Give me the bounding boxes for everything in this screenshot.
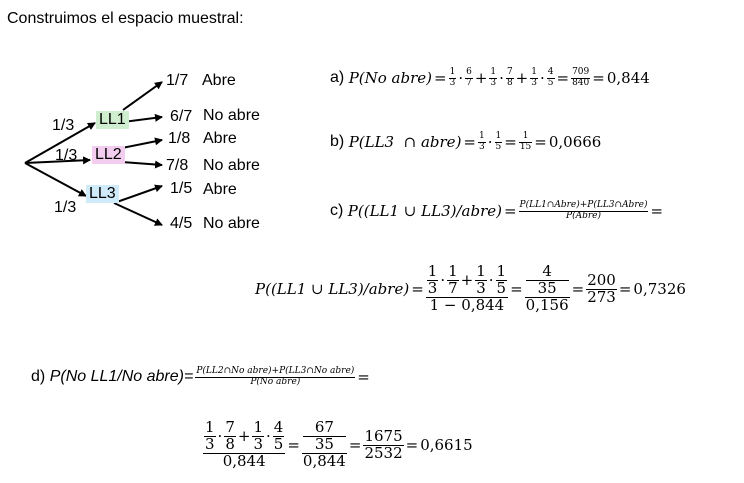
tree-node-ll2: LL2 <box>92 146 125 164</box>
branch-ll2-abre <box>121 137 163 149</box>
outcome-label: No abre <box>203 157 260 174</box>
outcome-prob: 6/7 <box>170 108 193 125</box>
outcome-label: Abre <box>203 130 237 147</box>
equation-c: c) P((LL1 ∪ LL3)/abre) = P(LL1∩Abre)+P(L… <box>330 200 664 221</box>
page-title: Construimos el espacio muestral: <box>7 10 244 27</box>
branch-prob-ll2: 1/3 <box>55 147 78 164</box>
branch-prob-ll3: 1/3 <box>54 199 77 216</box>
branch-root-ll1 <box>24 122 96 164</box>
branch-root-ll3 <box>24 162 87 197</box>
outcome-label: Abre <box>203 181 237 198</box>
outcome-label: Abre <box>202 72 236 89</box>
branch-ll3-noabre <box>113 202 163 226</box>
outcome-prob: 7/8 <box>166 157 189 174</box>
branch-ll3-abre <box>113 184 163 204</box>
outcome-prob: 1/7 <box>166 72 189 89</box>
branch-prob-ll1: 1/3 <box>52 117 75 134</box>
branch-ll2-noabre <box>121 160 163 169</box>
equation-d: d) P(No LL1/No abre)= P(LL2∩No abre)+P(L… <box>31 366 370 387</box>
outcome-prob: 4/5 <box>170 215 193 232</box>
tree-node-ll3: LL3 <box>86 185 119 203</box>
branch-root-ll2 <box>24 156 91 165</box>
outcome-prob: 1/5 <box>170 180 193 197</box>
outcome-label: No abre <box>203 215 260 232</box>
branch-ll1-noabre <box>122 113 163 123</box>
tree-node-ll1: LL1 <box>96 111 129 129</box>
branch-ll1-abre <box>122 81 163 111</box>
outcome-label: No abre <box>203 107 260 124</box>
outcome-prob: 1/8 <box>168 130 191 147</box>
